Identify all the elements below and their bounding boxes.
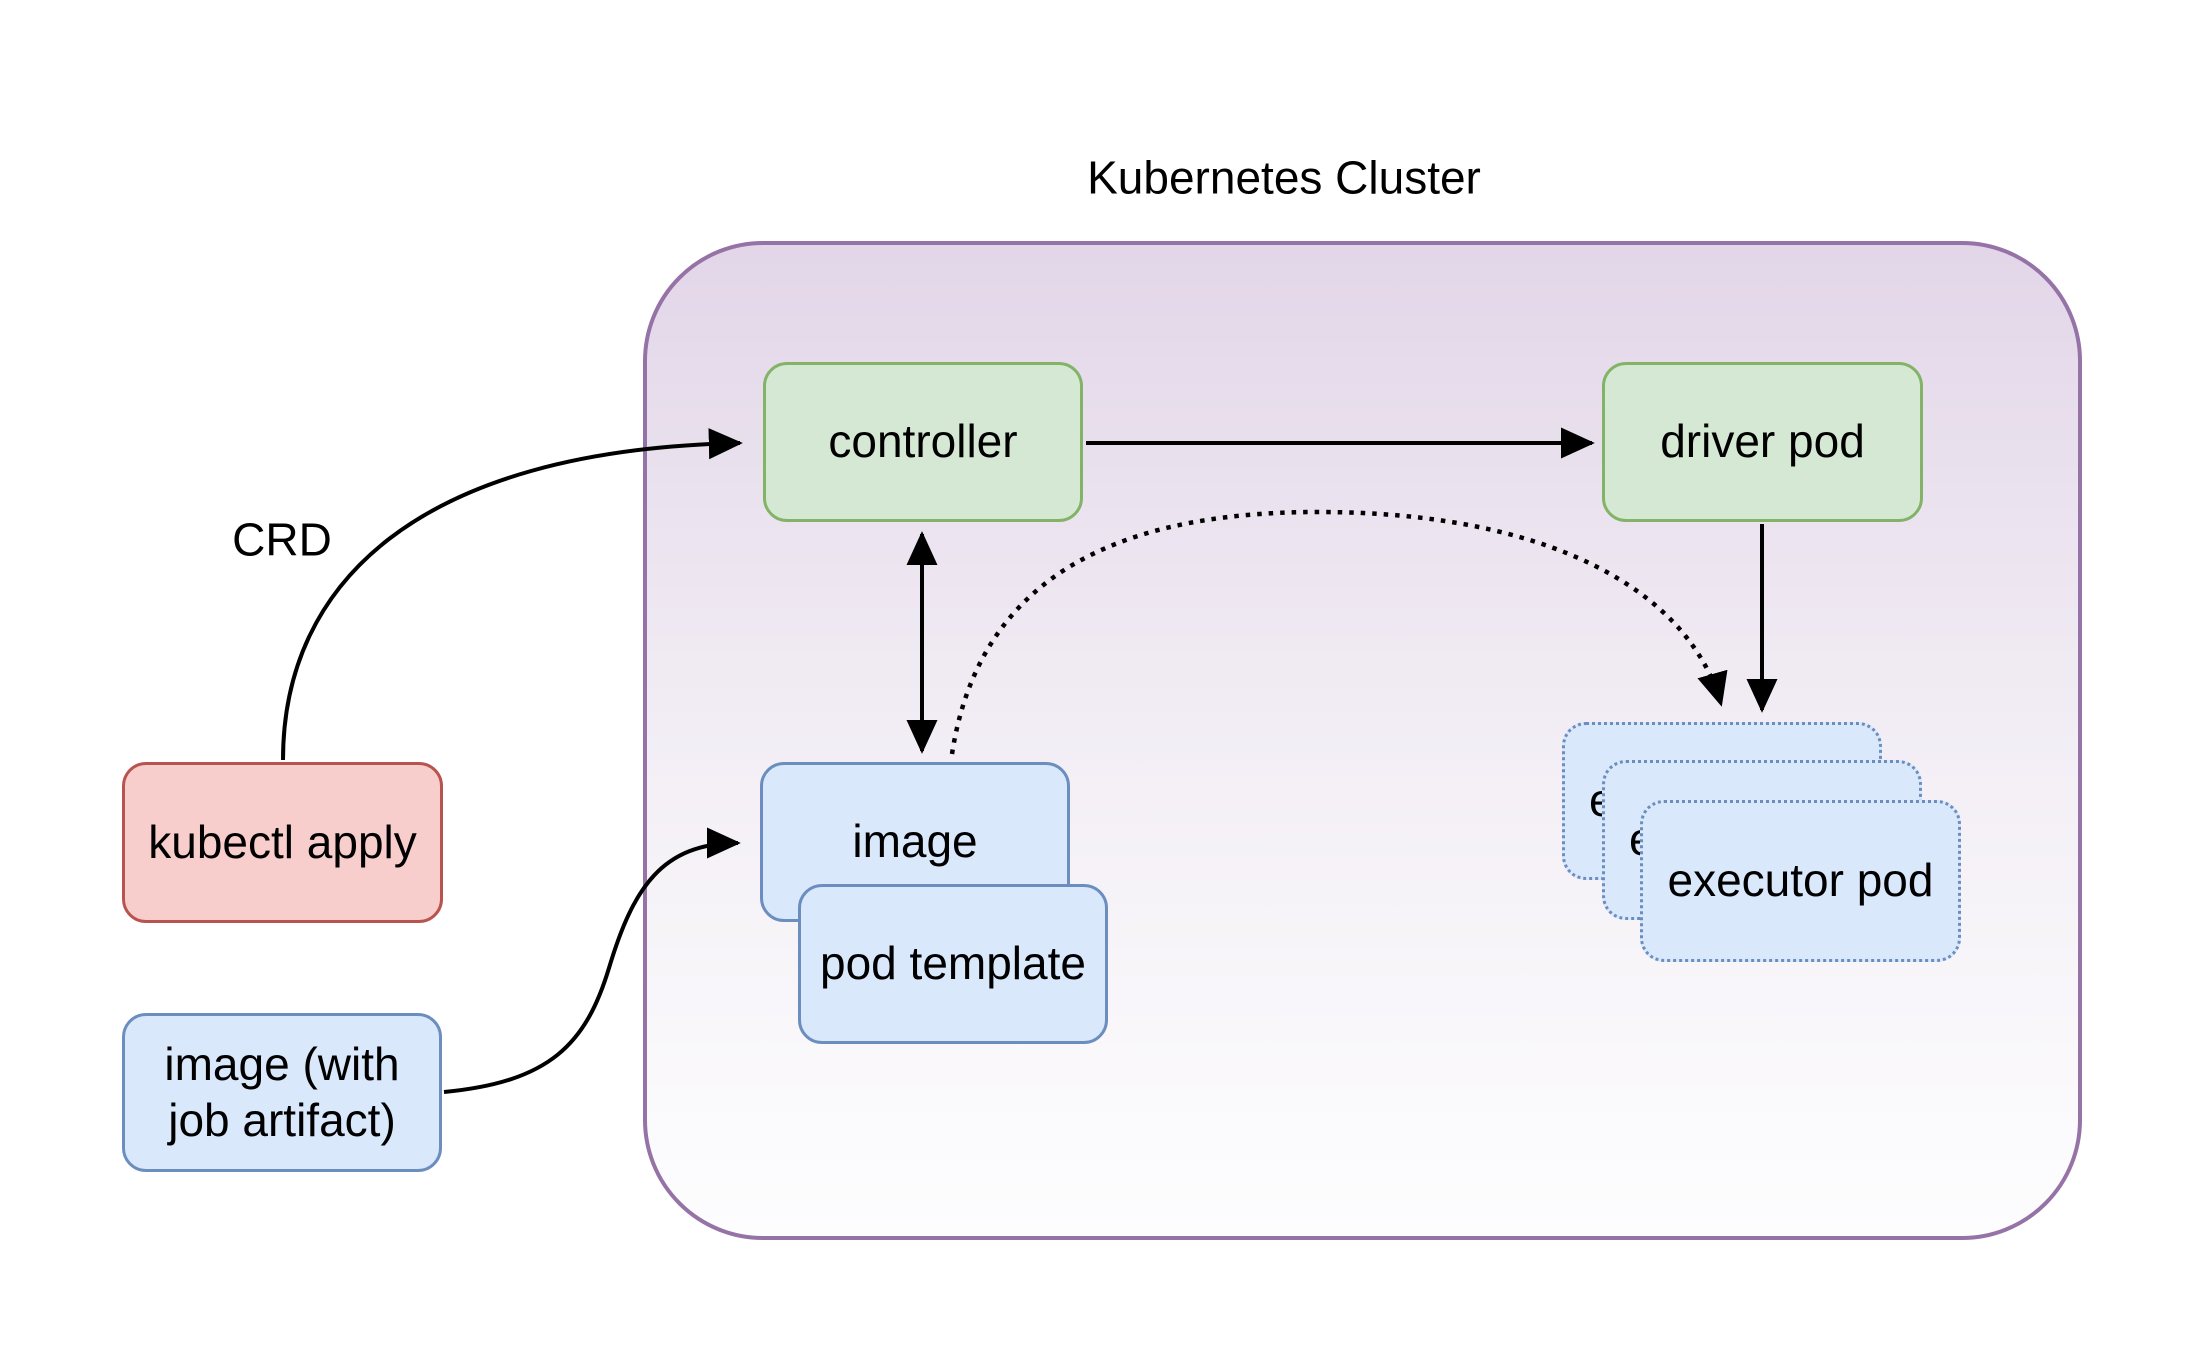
node-pod-template-label: pod template xyxy=(820,937,1086,990)
node-controller: controller xyxy=(763,362,1083,522)
crd-edge-label: CRD xyxy=(232,513,332,566)
cluster-title: Kubernetes Cluster xyxy=(1087,151,1481,204)
node-driver-pod-label: driver pod xyxy=(1660,415,1865,468)
node-kubectl-apply: kubectl apply xyxy=(122,762,443,923)
node-driver-pod: driver pod xyxy=(1602,362,1923,522)
node-executor-pod-front: executor pod xyxy=(1640,800,1961,962)
node-pod-template: pod template xyxy=(798,884,1108,1044)
node-kubectl-apply-label: kubectl apply xyxy=(148,815,417,868)
node-image-with-job-artifact: image (with job artifact) xyxy=(122,1013,442,1172)
node-image-label: image xyxy=(852,815,978,868)
node-image-with-job-artifact-label: image (with job artifact) xyxy=(164,1038,400,1146)
node-controller-label: controller xyxy=(828,415,1018,468)
node-executor-pod-front-label: executor pod xyxy=(1667,854,1934,907)
